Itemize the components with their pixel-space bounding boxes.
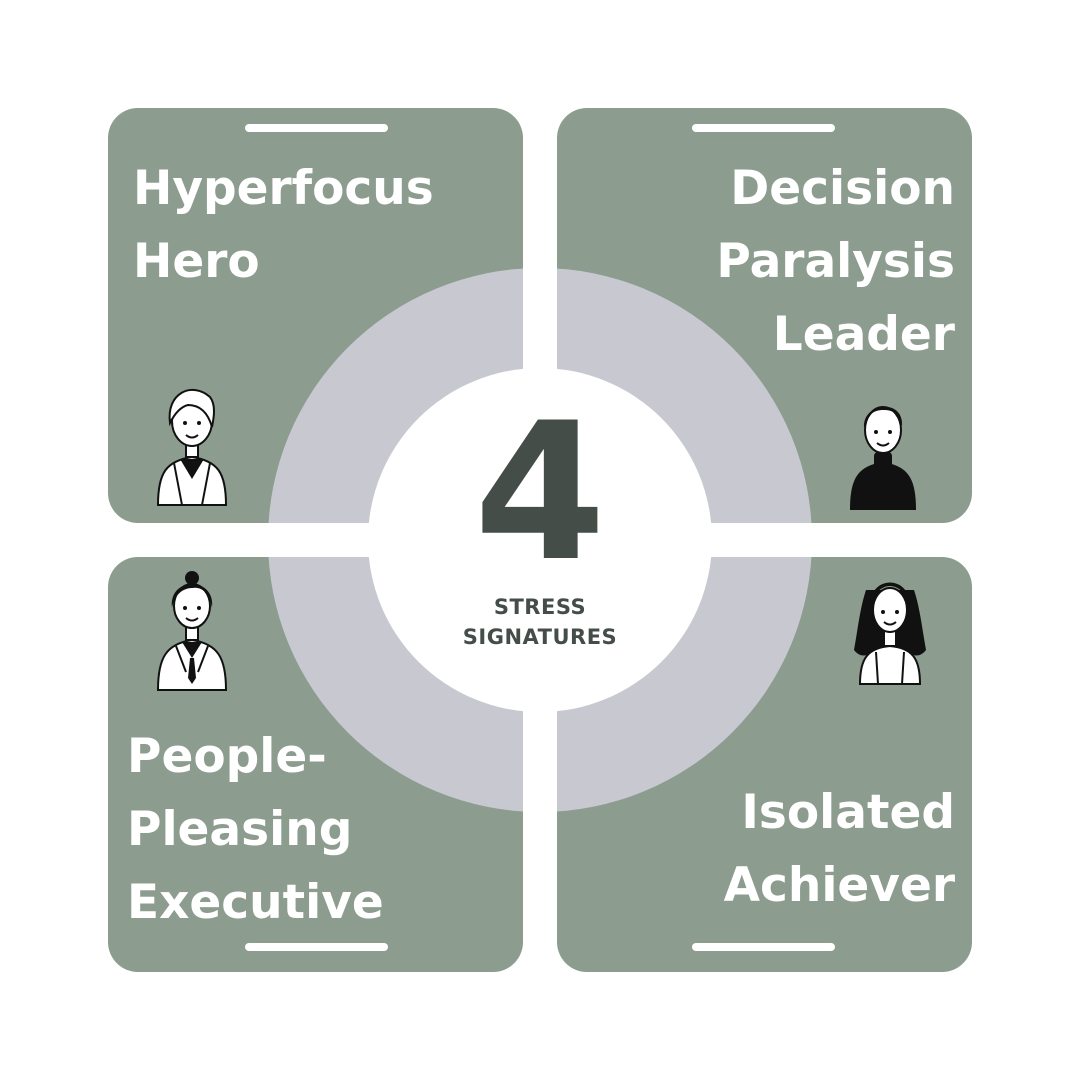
quadrant-title-top-right: Decision Paralysis Leader <box>716 161 955 362</box>
man-black-turtleneck-icon <box>850 406 916 510</box>
quadrant-title-bottom-right: Isolated Achiever <box>723 785 955 913</box>
decorative-bar <box>692 943 835 951</box>
center-number: 4 <box>473 382 607 603</box>
woman-long-hair-top-icon <box>854 582 926 685</box>
center-label-line-2: SIGNATURES <box>462 625 618 649</box>
decorative-bar <box>692 124 835 132</box>
center-label-line-1: STRESS <box>493 595 587 619</box>
woman-short-hair-jacket-icon <box>156 388 228 506</box>
center-label: STRESS SIGNATURES <box>0 592 1080 652</box>
decorative-bar <box>245 124 388 132</box>
ring-inner <box>368 368 712 712</box>
woman-blazer-icon <box>156 571 228 691</box>
quadrant-title-top-left: Hyperfocus Hero <box>133 161 434 289</box>
decorative-bar <box>245 943 388 951</box>
quadrant-title-bottom-left: People- Pleasing Executive <box>127 729 384 930</box>
